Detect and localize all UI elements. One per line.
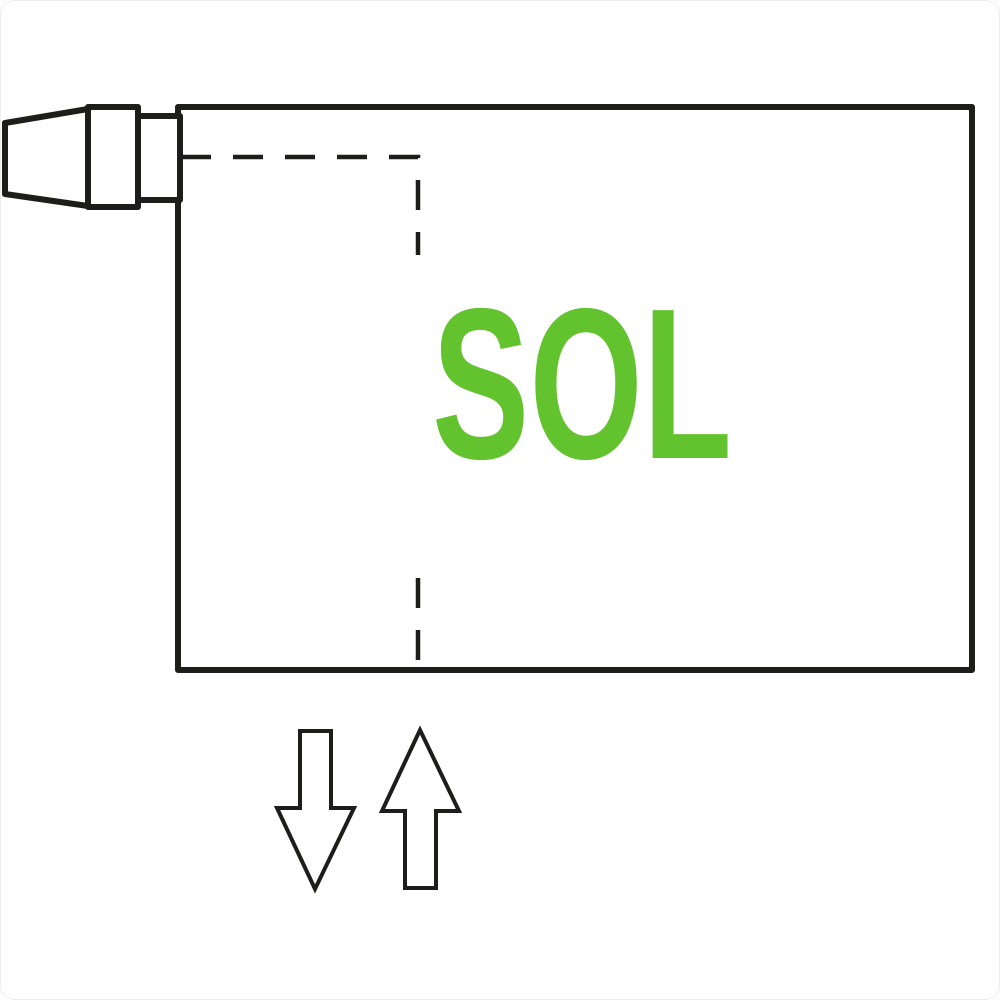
sol-label: SOL	[432, 263, 732, 504]
flow-up-arrow-icon	[378, 725, 463, 890]
connection-dashed-line-top	[181, 154, 421, 255]
line-art-group	[2, 104, 975, 673]
valve-body	[85, 104, 141, 210]
flow-down-arrow-icon	[273, 729, 358, 894]
radiator-panel	[175, 104, 975, 673]
valve-connector	[135, 113, 183, 203]
dashed-lines-group	[181, 154, 421, 667]
flow-arrows-group	[273, 725, 463, 894]
valve-head-cone	[2, 106, 91, 209]
